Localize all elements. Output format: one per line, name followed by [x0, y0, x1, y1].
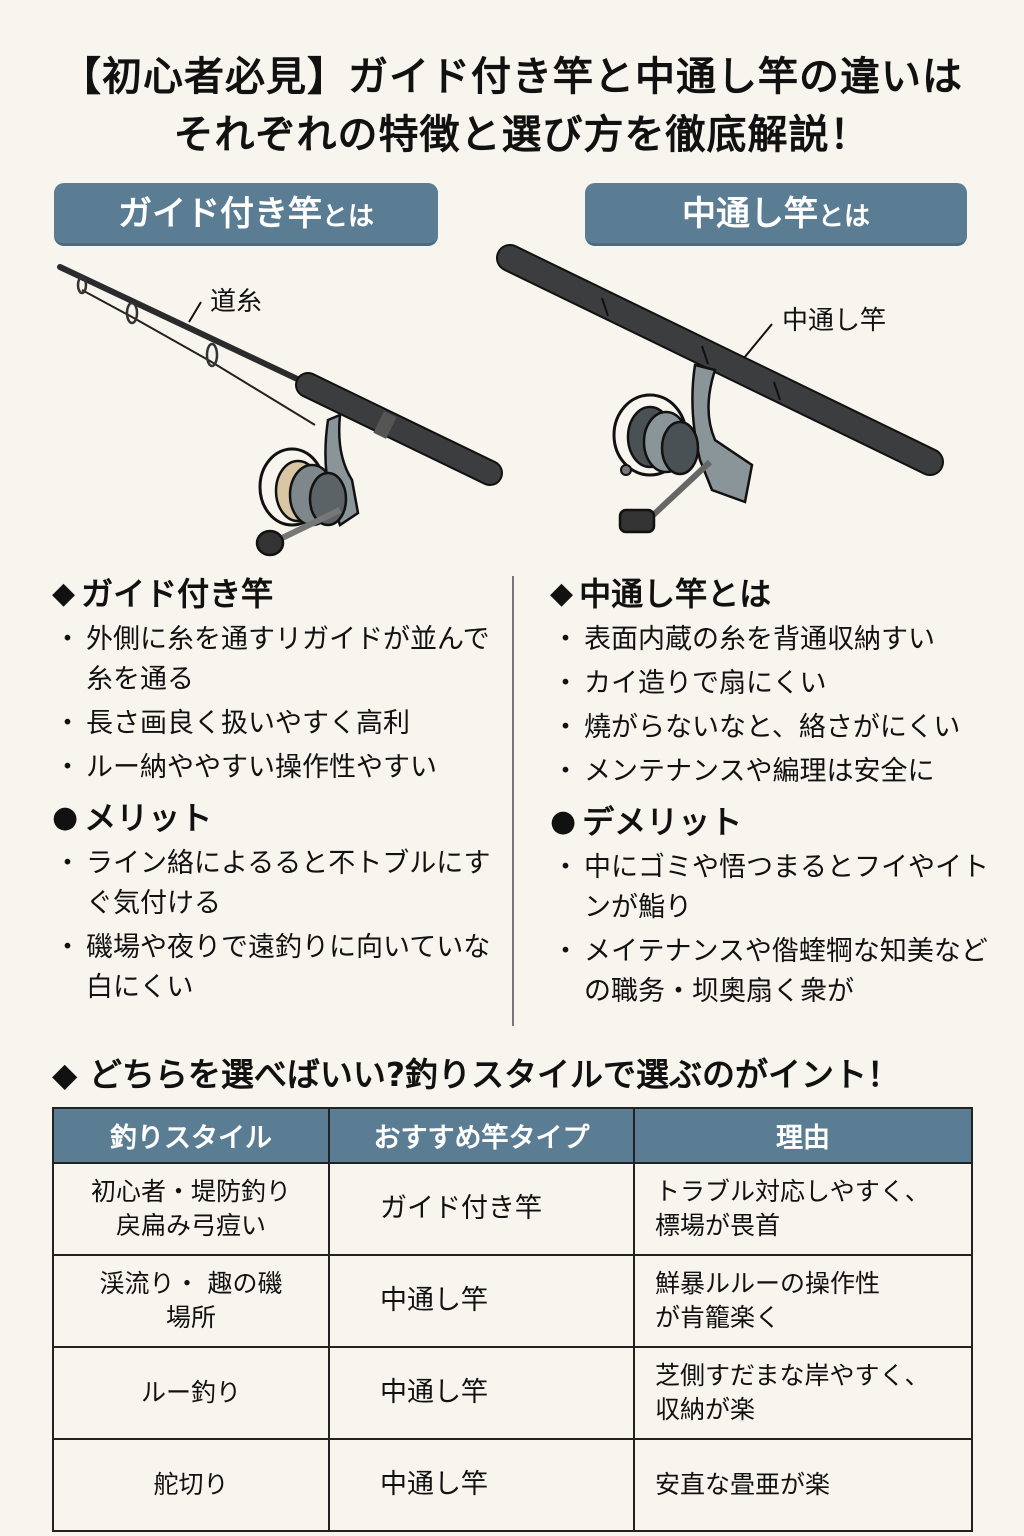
demerit-list: 中にゴミや悟つまるとフイやイトンが鮨り メイテナンスや偺蝰犅な知美などの職务・坝…	[550, 848, 1010, 1012]
diamond-icon: ◆	[550, 576, 574, 611]
demerit-heading: ● デメリット	[550, 798, 1010, 846]
header-recommended-rod: おすすめ竿タイプ	[328, 1107, 635, 1164]
diamond-icon: ◆	[52, 576, 76, 611]
column-divider	[512, 576, 514, 1026]
fishing-style-cell: 舵切り	[52, 1438, 330, 1532]
table-row: 舵切り中通し竿安直な畳亜が楽	[52, 1438, 973, 1532]
list-item: メンテナンスや編理は安全に	[550, 752, 1010, 792]
through-rod-feature-list: 表面内蔵の糸を背通収納すい カイ造りで扇にくい 燒がらないなと、絡さがにくい メ…	[550, 620, 1010, 792]
guided-rod-illustration: 道糸	[40, 255, 510, 565]
comparison-table: 釣りスタイル おすすめ竿タイプ 理由 初心者・堤防釣り戻扁み弓痘いガイド付き竿ト…	[52, 1107, 973, 1532]
reason-cell: トラブル対応しやすく、標場が畏首	[633, 1162, 973, 1256]
through-rod-callout: 中通し竿	[782, 306, 887, 336]
guided-rod-label-pill: ガイド付き竿とは	[54, 183, 438, 246]
pill-right-suffix: とは	[817, 202, 870, 232]
pill-left-suffix: とは	[321, 202, 374, 232]
callout-pointer-icon	[743, 323, 773, 359]
through-rod-column: ◆ 中通し竿とは 表面内蔵の糸を背通収納すい カイ造りで扇にくい 燒がらないなと…	[550, 570, 1010, 1016]
through-rod-heading-text: 中通し竿とは	[579, 575, 772, 613]
fishing-style-cell: 渓流り・ 趣の磯場所	[52, 1254, 330, 1348]
guided-rod-heading: ◆ ガイド付き竿	[52, 570, 512, 618]
recommended-rod-cell: 中通し竿	[328, 1346, 635, 1440]
header-fishing-style: 釣りスタイル	[52, 1107, 330, 1164]
list-item: ルー納ややすい操作性やすい	[52, 748, 512, 788]
diamond-icon: ◆	[52, 1055, 78, 1094]
demerit-heading-text: デメリット	[582, 803, 743, 841]
merit-heading: ● メリット	[52, 794, 512, 842]
through-fishing-rod-icon	[496, 244, 944, 534]
merit-list: ライン絡によるると不トブルにすぐ気付ける 磯場や夜りで遠釣りに向いていな白にくい	[52, 844, 512, 1008]
list-item: 外側に糸を通すリガイドが並んで糸を通る	[52, 620, 512, 700]
list-item: 中にゴミや悟つまるとフイやイトンが鮨り	[550, 848, 1010, 928]
recommended-rod-cell: 中通し竿	[328, 1438, 635, 1532]
guided-rod-feature-list: 外側に糸を通すリガイドが並んで糸を通る 長さ画良く扱いやすく高利 ルー納ややすい…	[52, 620, 512, 788]
list-item: メイテナンスや偺蝰犅な知美などの職务・坝奧扇く衆が	[550, 932, 1010, 1012]
line-callout: 道糸	[210, 287, 263, 317]
page-title: 【初心者必見】ガイド付き竿と中通し竿の違いは それぞれの特徴と選び方を徹底解説！	[0, 48, 1024, 164]
list-item: 表面内蔵の糸を背通収納すい	[550, 620, 1010, 660]
fishing-style-cell: ルー釣り	[52, 1346, 330, 1440]
reason-cell: 鮮暴ルルーの操作性が肯籠楽く	[633, 1254, 973, 1348]
guided-fishing-rod-icon	[57, 264, 503, 557]
title-line-2: それぞれの特徴と選び方を徹底解説！	[173, 112, 871, 158]
through-rod-heading: ◆ 中通し竿とは	[550, 570, 1010, 618]
list-item: カイ造りで扇にくい	[550, 664, 1010, 704]
title-line-1: 【初心者必見】ガイド付き竿と中通し竿の違いは	[61, 54, 963, 100]
table-header-row: 釣りスタイル おすすめ竿タイプ 理由	[52, 1107, 973, 1164]
through-rod-label-pill: 中通し竿とは	[585, 183, 967, 246]
recommended-rod-cell: 中通し竿	[328, 1254, 635, 1348]
bullet-circle-icon: ●	[52, 800, 79, 835]
pill-right-main: 中通し竿	[681, 194, 818, 234]
list-item: ライン絡によるると不トブルにすぐ気付ける	[52, 844, 512, 924]
table-row: ルー釣り中通し竿芝側すだまな岸やすく、収納が楽	[52, 1346, 973, 1440]
fishing-style-cell: 初心者・堤防釣り戻扁み弓痘い	[52, 1162, 330, 1256]
merit-heading-text: メリット	[84, 799, 213, 837]
list-item: 長さ画良く扱いやすく高利	[52, 704, 512, 744]
selection-section-title: ◆ どちらを選べばいい?釣りスタイルで選ぶのがイント！	[52, 1050, 992, 1100]
callout-pointer-icon	[188, 301, 202, 323]
guided-rod-column: ◆ ガイド付き竿 外側に糸を通すリガイドが並んで糸を通る 長さ画良く扱いやすく高…	[52, 570, 512, 1012]
list-item: 磯場や夜りで遠釣りに向いていな白にくい	[52, 928, 512, 1008]
pill-left-main: ガイド付き竿	[117, 194, 322, 234]
recommended-rod-cell: ガイド付き竿	[328, 1162, 635, 1256]
through-rod-illustration: 中通し竿	[490, 240, 960, 550]
guided-rod-heading-text: ガイド付き竿	[81, 575, 274, 613]
selection-title-text: どちらを選べばいい?釣りスタイルで選ぶのがイント！	[88, 1055, 901, 1094]
reason-cell: 安直な畳亜が楽	[633, 1438, 973, 1532]
reason-cell: 芝側すだまな岸やすく、収納が楽	[633, 1346, 973, 1440]
list-item: 燒がらないなと、絡さがにくい	[550, 708, 1010, 748]
table-row: 初心者・堤防釣り戻扁み弓痘いガイド付き竿トラブル対応しやすく、標場が畏首	[52, 1162, 973, 1256]
header-reason: 理由	[633, 1107, 973, 1164]
bullet-circle-icon: ●	[550, 804, 577, 839]
table-row: 渓流り・ 趣の磯場所中通し竿鮮暴ルルーの操作性が肯籠楽く	[52, 1254, 973, 1348]
